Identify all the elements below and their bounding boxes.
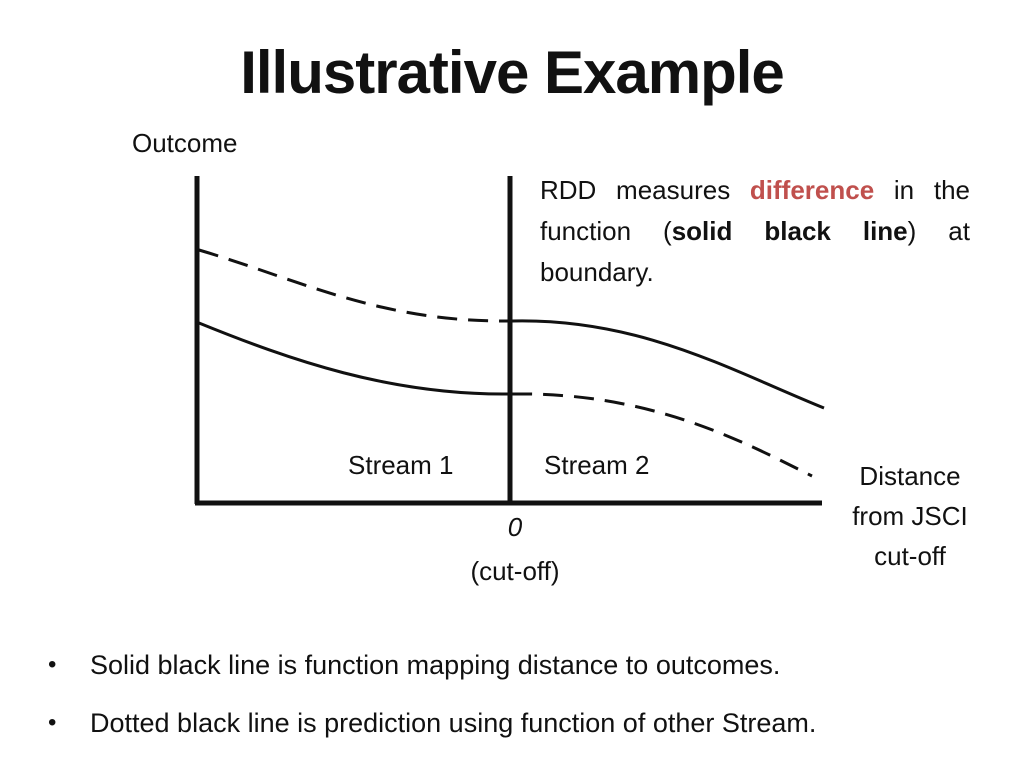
stream2-dashed-line [511,392,813,478]
stream2-label: Stream 2 [544,450,650,480]
cutoff-note: (cut-off) [470,556,560,586]
bullet-text: Solid black line is function mapping dis… [90,650,781,680]
stream1-dashed-line [198,248,509,323]
bullet-glyph: • [48,709,57,736]
stream1-label: Stream 1 [348,450,454,480]
y-axis-label: Outcome [132,128,238,158]
bullet-list: • Solid black line is function mapping di… [48,636,1008,752]
bullet-text: Dotted black line is prediction using fu… [90,708,817,738]
callout-highlight: difference [749,175,875,205]
bullet-item: • Dotted black line is prediction using f… [48,694,1008,752]
callout-text: RDD measures difference in the function … [540,170,970,293]
callout-part1: RDD measures [540,175,750,205]
stream2-solid-line [511,319,825,410]
callout-part2: in the function ( [540,175,970,246]
callout-bold: solid black line [671,216,908,246]
cutoff-tick-label: 0 [507,512,523,542]
stream1-solid-line [198,321,509,396]
callout-part3: ) at boundary. [540,216,970,287]
slide-title: Illustrative Example [240,39,785,106]
x-axis-label: Distance from JSCI cut-off [852,461,968,571]
bullet-item: • Solid black line is function mapping di… [48,636,1008,694]
bullet-glyph: • [48,651,57,678]
